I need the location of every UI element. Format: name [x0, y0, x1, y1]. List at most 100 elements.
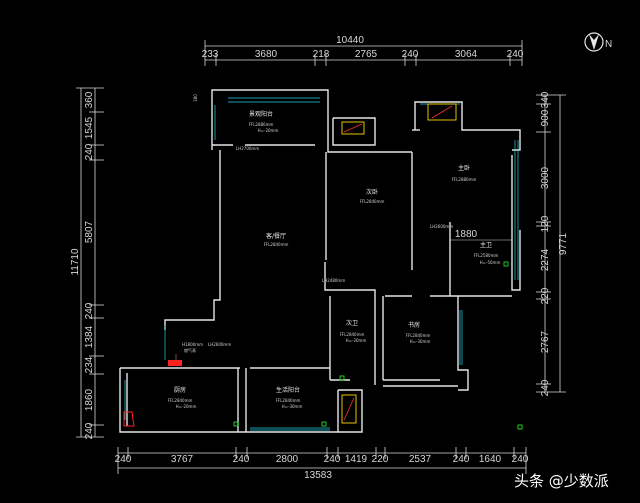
room-bath2: 次卫 FFL2840mm H=-20mm [340, 319, 367, 343]
left-dim-6: 234 [84, 356, 95, 373]
top-dim-1: 3680 [255, 49, 278, 60]
ac-unit-marks [343, 105, 453, 421]
room-floor-level: FFL2840mm [264, 242, 289, 247]
bottom-total-dim: 13583 [304, 470, 332, 481]
bottom-dim-labels: 240 3767 240 2800 240 1419 220 2537 240 … [115, 454, 529, 465]
room-label: 次卧 [366, 188, 378, 196]
right-dim-1: 900 [540, 109, 551, 126]
ac-unit-utility-icon [341, 394, 357, 424]
right-dim-4: 2274 [540, 248, 551, 271]
left-dim-8: 240 [84, 422, 95, 439]
marker-2-icon [321, 421, 327, 427]
bottom-dim-7: 2537 [409, 454, 432, 465]
room-kitchen: 厨房 FFL2840mm H=-20mm [168, 386, 197, 409]
room-ensuite: 主卫 FFL2580mm H=-50mm [474, 241, 501, 265]
room-floor-level: FFL2840mm [340, 332, 365, 337]
gas-meter-icon [168, 360, 182, 366]
right-dim-5: 220 [540, 287, 551, 304]
left-total-dim: 11710 [70, 248, 81, 276]
room-height-note: H=-30mm [282, 404, 303, 409]
top-dim-5: 3064 [455, 49, 478, 60]
room-label: 客/餐厅 [266, 232, 286, 240]
room-balcony: 景观阳台 FFL2880mm H=-20mm [249, 110, 279, 133]
annotation-3: H1800mm [182, 342, 203, 347]
marker-1-icon [233, 421, 239, 427]
marker-4-icon [339, 375, 345, 381]
right-dim-6: 2767 [540, 330, 551, 353]
left-dim-1: 1545 [84, 116, 95, 139]
ac-units [341, 103, 457, 424]
right-dim-0: 340 [540, 91, 551, 108]
room-floor-level: FFL2840mm [276, 398, 301, 403]
ac-unit-balcony-icon [341, 121, 365, 135]
room-floor-level: FFL2880mm [249, 122, 274, 127]
room-floor-level: FFL2840mm [168, 398, 193, 403]
walls [119, 89, 521, 433]
room-study: 书房 FFL2840mm H=-30mm [406, 321, 431, 344]
green-markers [233, 261, 523, 430]
room-label: 书房 [408, 321, 420, 329]
right-dim-7: 240 [540, 379, 551, 396]
room-floor-level: FFL2880mm [452, 177, 477, 182]
gas-meter-label: 燃气表 [184, 347, 196, 353]
room-label: 主卫 [480, 241, 492, 249]
top-total-dim: 10440 [336, 35, 364, 46]
annotation-0: LH2700mm [236, 146, 259, 151]
bottom-dimension-chain [117, 447, 527, 474]
balcony-side-dim: 380 [193, 94, 198, 102]
left-dim-4: 240 [84, 302, 95, 319]
top-dimension-chain [204, 40, 523, 66]
room-height-note: H=-20mm [346, 338, 367, 343]
left-dim-0: 360 [84, 91, 95, 108]
left-dim-2: 240 [84, 143, 95, 160]
top-dim-6: 240 [507, 49, 524, 60]
stove-icon [123, 411, 135, 427]
bottom-dim-10: 240 [512, 454, 529, 465]
top-dim-4: 240 [402, 49, 419, 60]
north-arrow: N [584, 32, 612, 52]
left-dim-5: 1384 [84, 325, 95, 348]
left-dim-7: 1860 [84, 388, 95, 411]
inner-dim-label: 1880 [455, 229, 478, 240]
room-label: 主卧 [458, 164, 470, 172]
right-dim-3: 120 [540, 215, 551, 232]
annotation-1: LH2600mm [430, 224, 453, 229]
room-floor-level: FFL2580mm [474, 253, 499, 258]
right-dim-labels: 340 900 3000 120 2274 220 2767 240 [540, 91, 551, 396]
marker-3-icon [503, 261, 509, 267]
bottom-dim-0: 240 [115, 454, 132, 465]
height-annotations: LH2700mm LH2600mm LH2480mm H1800mm LH260… [182, 146, 453, 347]
bottom-dim-8: 240 [453, 454, 470, 465]
bottom-dim-6: 220 [372, 454, 389, 465]
bottom-dim-1: 3767 [171, 454, 194, 465]
bottom-dim-4: 240 [324, 454, 341, 465]
room-height-note: H=-20mm [258, 128, 279, 133]
bottom-dim-3: 2800 [276, 454, 299, 465]
room-bedroom2: 次卧 FFL2840mm [360, 188, 385, 204]
room-label: 生活阳台 [276, 386, 300, 394]
north-label: N [605, 39, 612, 50]
north-arrow-pointer-icon [589, 34, 599, 50]
room-master: 主卧 FFL2880mm [452, 164, 477, 182]
room-height-note: H=-50mm [480, 260, 501, 265]
north-arrow-circle-icon [584, 32, 604, 52]
top-dim-3: 2765 [355, 49, 378, 60]
room-floor-level: FFL2840mm [360, 199, 385, 204]
annotation-2: LH2480mm [322, 278, 345, 283]
room-floor-level: FFL2840mm [406, 333, 431, 338]
top-dim-2: 218 [313, 49, 330, 60]
room-height-note: H=-30mm [410, 339, 431, 344]
annotation-4: LH2600mm [208, 342, 231, 347]
left-dim-labels: 360 1545 240 5807 240 1384 234 1860 240 [84, 91, 95, 439]
room-height-note: H=-20mm [176, 404, 197, 409]
left-dimension-chain [76, 87, 104, 438]
room-label: 次卫 [346, 319, 358, 327]
watermark: 头条 @少数派 [514, 472, 609, 490]
room-label: 景观阳台 [249, 110, 273, 118]
left-dim-3: 5807 [84, 220, 95, 243]
bottom-dim-2: 240 [233, 454, 250, 465]
room-label: 厨房 [174, 386, 186, 394]
bottom-dim-9: 1640 [479, 454, 502, 465]
bottom-dim-5: 1419 [345, 454, 368, 465]
